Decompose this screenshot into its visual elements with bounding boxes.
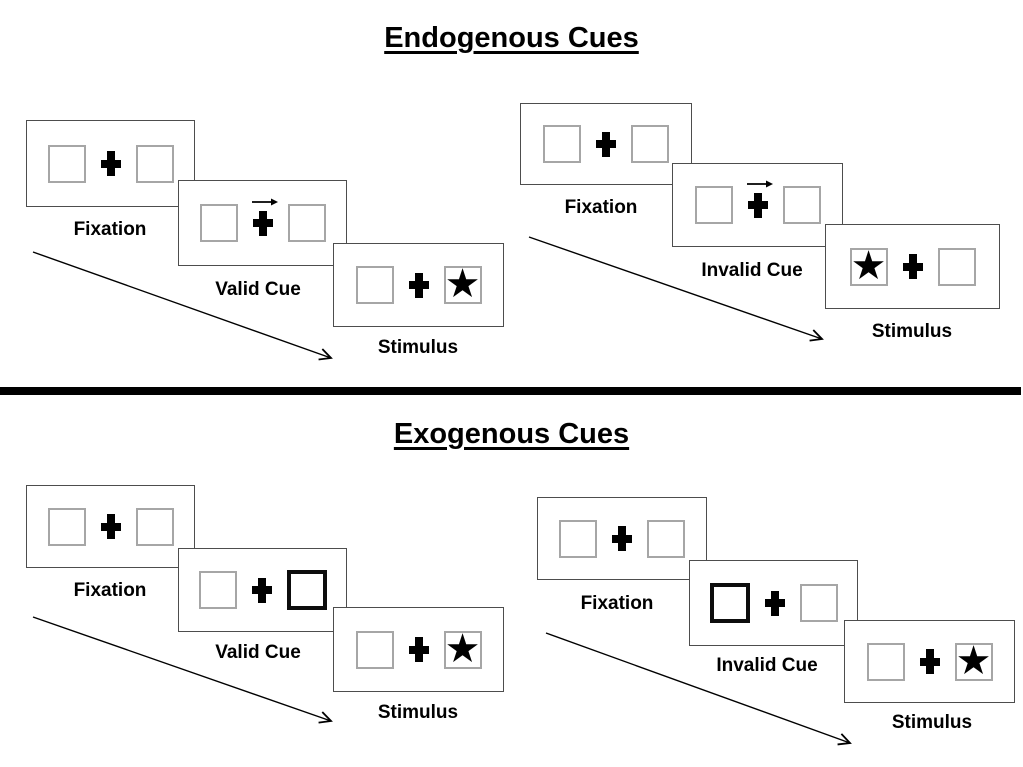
left-box (866, 642, 905, 681)
star-icon: ★ (444, 261, 481, 307)
panel-exo-invalid-cue (689, 560, 858, 646)
timeline-arrow-icon (32, 251, 333, 361)
panel-label-invalid-cue: Invalid Cue (716, 655, 818, 676)
panel-endo-invalid-cue (672, 163, 843, 247)
fixation-cross-icon (251, 577, 272, 603)
fixation-cross-icon (612, 526, 632, 551)
fixation-cross-icon (251, 198, 278, 236)
left-box-highlighted (709, 583, 750, 623)
panel-label-stimulus: Stimulus (891, 712, 973, 733)
panel-exo-invalid-stimulus: ★ (844, 620, 1015, 703)
fixation-cross-icon (919, 649, 940, 674)
timeline-arrow-icon (32, 616, 333, 724)
fixation-cross-icon (100, 151, 121, 176)
panel-label-stimulus: Stimulus (377, 702, 459, 723)
panel-label-fixation: Fixation (564, 197, 638, 218)
left-box (355, 266, 394, 304)
fixation-cross-icon (100, 514, 121, 539)
right-box-highlighted (286, 570, 327, 610)
panel-label-valid-cue: Valid Cue (215, 642, 301, 663)
panel-label-fixation: Fixation (73, 219, 147, 240)
panel-exo-valid-stimulus: ★ (333, 607, 504, 692)
right-box: ★ (443, 261, 482, 307)
right-box (631, 125, 669, 163)
section-divider (0, 387, 1021, 395)
right-box: ★ (954, 637, 993, 684)
panel-label-stimulus: Stimulus (871, 321, 953, 342)
star-icon: ★ (850, 242, 887, 289)
timeline-arrow-icon (545, 632, 852, 746)
panel-endo-valid-fixation (26, 120, 195, 207)
cue-arrow-right-icon (251, 198, 278, 205)
left-box (198, 571, 237, 609)
section-title-endogenous: Endogenous Cues (384, 22, 639, 54)
panel-label-fixation: Fixation (580, 593, 654, 614)
right-box (799, 584, 838, 622)
left-box (543, 125, 581, 163)
panel-endo-invalid-stimulus: ★ (825, 224, 1000, 309)
right-box (287, 204, 326, 242)
panel-label-stimulus: Stimulus (377, 337, 459, 358)
fixation-cross-icon (408, 637, 429, 662)
left-box (355, 630, 394, 669)
cue-arrow-right-icon (746, 180, 773, 187)
timeline-arrow-icon (528, 236, 824, 342)
panel-endo-invalid-fixation (520, 103, 692, 185)
right-box (647, 519, 685, 558)
right-box: ★ (443, 625, 482, 672)
panel-endo-valid-cue (178, 180, 347, 266)
fixation-cross-icon (596, 131, 616, 157)
star-icon: ★ (955, 637, 992, 684)
right-box (135, 507, 174, 546)
left-box (199, 204, 238, 242)
right-box (937, 247, 976, 286)
section-title-exogenous: Exogenous Cues (393, 418, 630, 450)
panel-label-fixation: Fixation (73, 580, 147, 601)
panel-exo-invalid-fixation (537, 497, 707, 580)
panel-exo-valid-cue (178, 548, 347, 632)
right-box (135, 144, 174, 183)
left-box (47, 507, 86, 546)
left-box (47, 144, 86, 183)
fixation-cross-icon (902, 254, 923, 279)
right-box (782, 186, 821, 224)
left-box (694, 186, 733, 224)
panel-label-invalid-cue: Invalid Cue (701, 260, 803, 281)
left-box (559, 519, 597, 558)
panel-endo-valid-stimulus: ★ (333, 243, 504, 327)
left-box: ★ (849, 242, 888, 289)
fixation-cross-icon (408, 272, 429, 298)
panel-exo-valid-fixation (26, 485, 195, 568)
star-icon: ★ (444, 625, 481, 672)
fixation-cross-icon (764, 590, 785, 616)
fixation-cross-icon (746, 180, 773, 218)
panel-label-valid-cue: Valid Cue (215, 279, 301, 300)
